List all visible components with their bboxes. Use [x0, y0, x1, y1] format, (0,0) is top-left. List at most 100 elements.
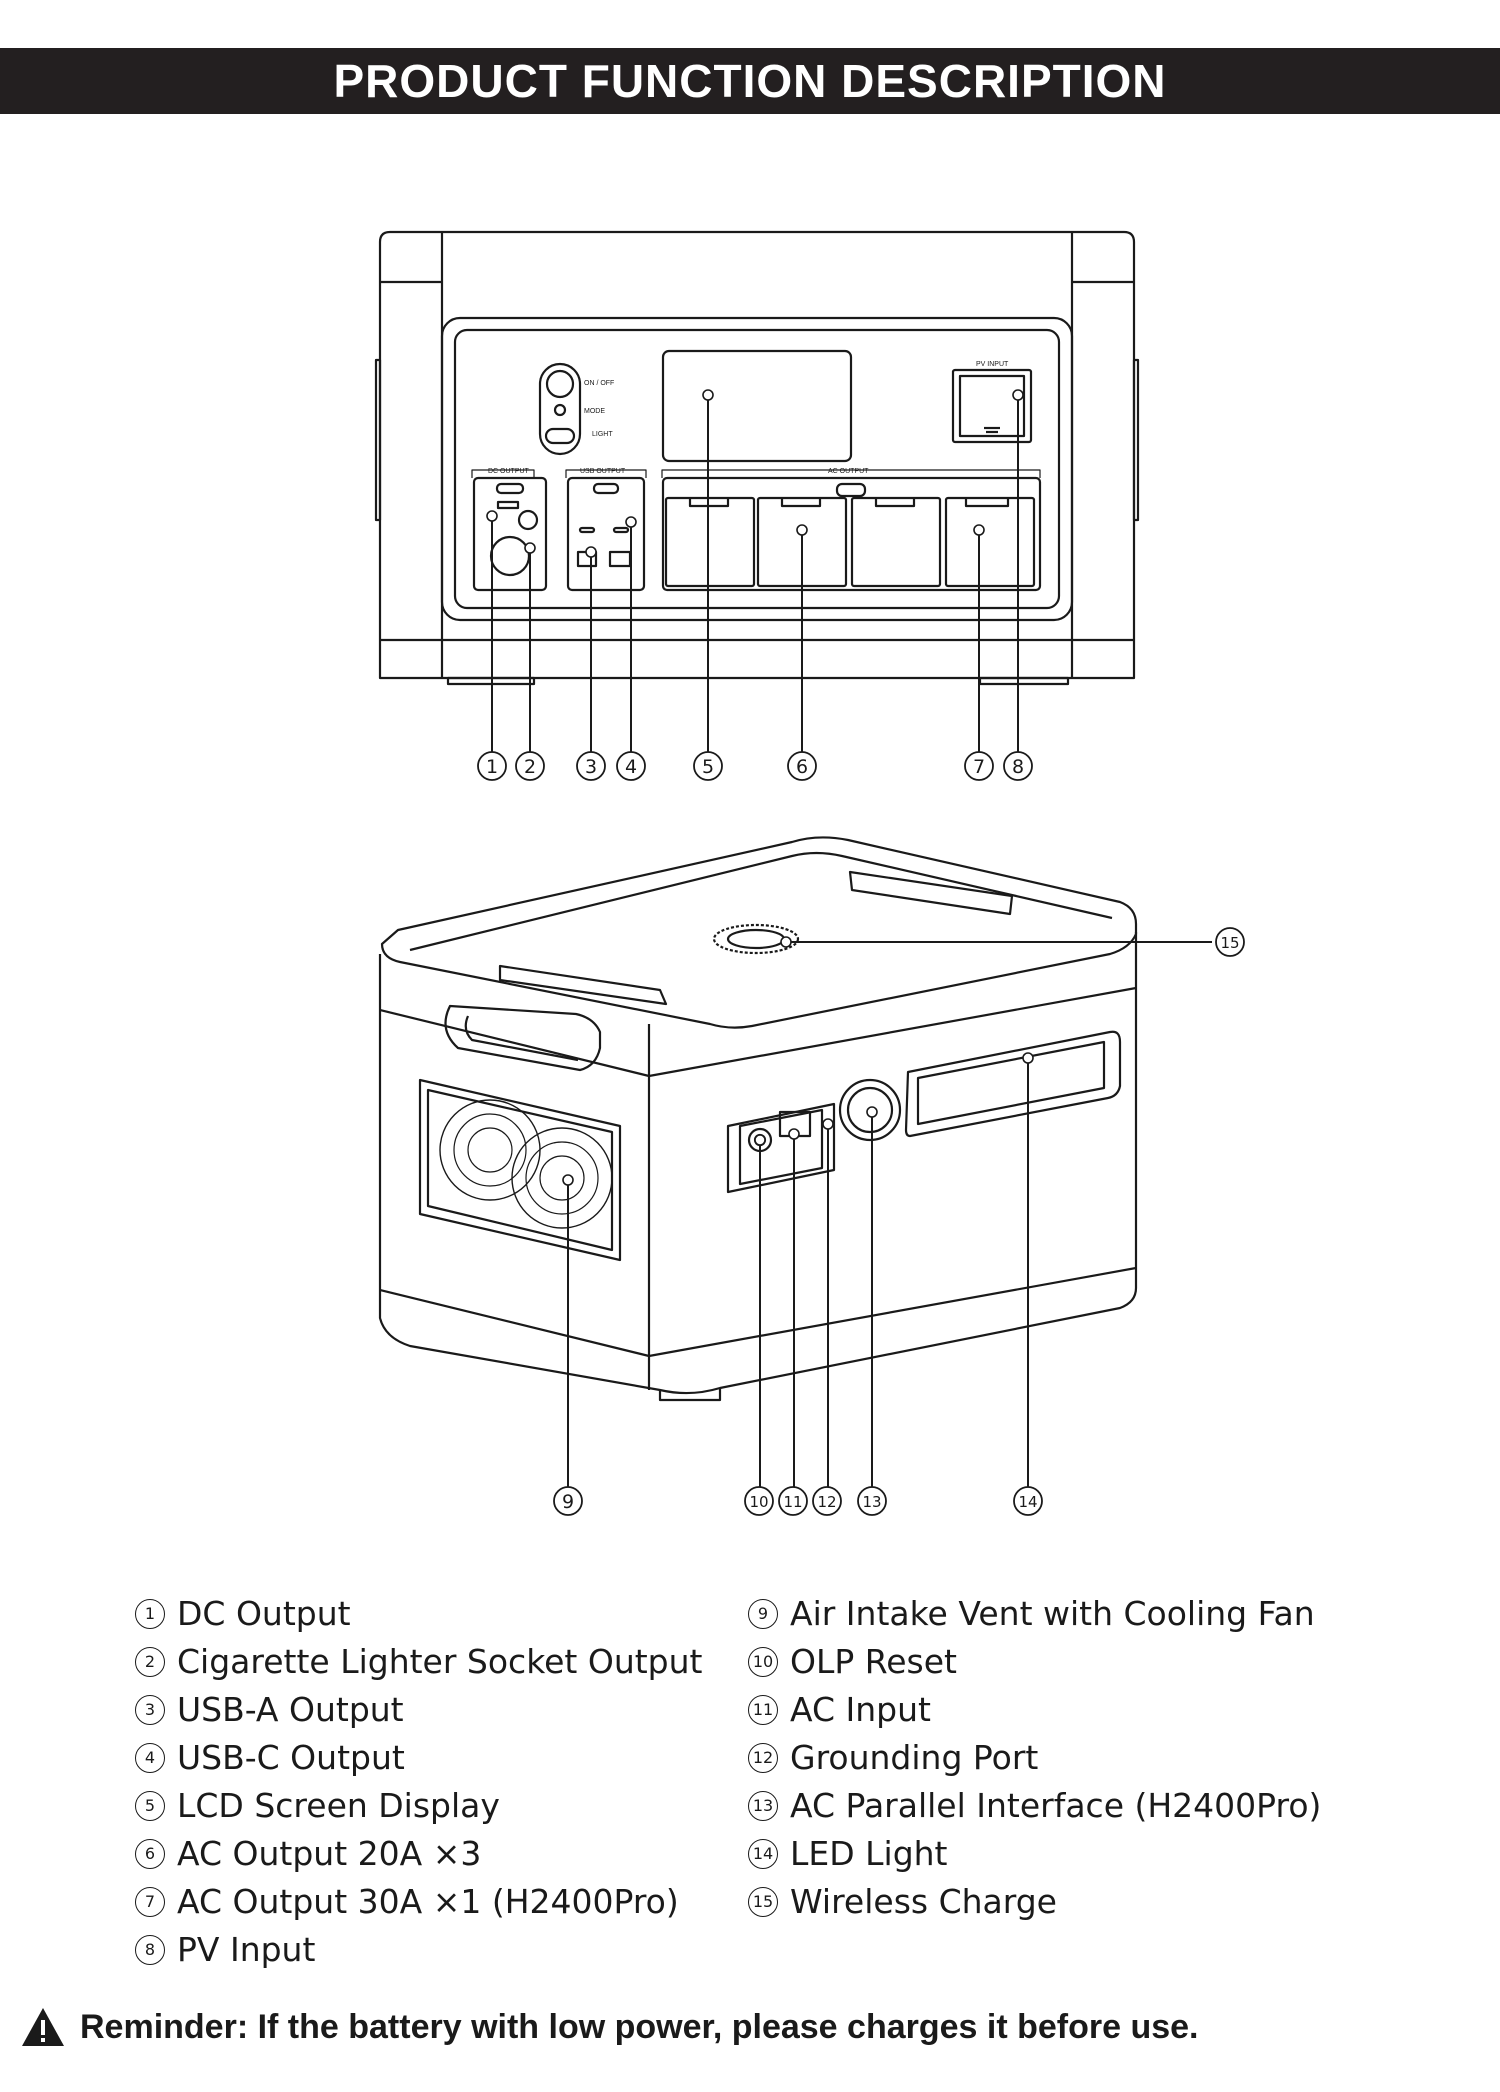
perspective-view-unit	[378, 836, 1138, 1402]
legend-label: Grounding Port	[790, 1738, 1039, 1777]
led-light-panel	[904, 1030, 1122, 1138]
usb-output-panel	[565, 469, 647, 592]
legend-label: LCD Screen Display	[177, 1786, 500, 1825]
mode-label: MODE	[584, 408, 605, 415]
callout-1: 1	[477, 751, 507, 781]
pv-input-label: PV INPUT	[976, 361, 1009, 368]
svg-text:12: 12	[817, 1493, 836, 1511]
legend-item: 5 LCD Screen Display	[135, 1782, 703, 1830]
legend-item: 8 PV Input	[135, 1926, 703, 1974]
legend-left-column: 1 DC Output 2 Cigarette Lighter Socket Out…	[135, 1590, 703, 1974]
svg-text:2: 2	[524, 756, 536, 778]
front-callout-leaders	[491, 395, 1019, 752]
callout-9: 9	[553, 1486, 583, 1516]
callout-15: 15	[1215, 927, 1245, 957]
legend-item: 9 Air Intake Vent with Cooling Fan	[748, 1590, 1321, 1638]
pv-input-port	[951, 368, 1033, 444]
legend-item: 15 Wireless Charge	[748, 1878, 1321, 1926]
svg-text:10: 10	[749, 1493, 768, 1511]
legend-number: 6	[135, 1839, 165, 1869]
callout-dots	[486, 389, 1034, 1186]
callout-8: 8	[1003, 751, 1033, 781]
rear-callout-leaders	[567, 941, 1212, 1487]
legend-number: 15	[748, 1887, 778, 1917]
callout-11: 11	[778, 1486, 808, 1516]
callout-3: 3	[576, 751, 606, 781]
legend-label: DC Output	[177, 1594, 351, 1633]
dc-output-panel	[471, 469, 548, 592]
reminder-note: Reminder: If the battery with low power,…	[20, 2006, 1199, 2048]
legend-item: 10 OLP Reset	[748, 1638, 1321, 1686]
legend-number: 2	[135, 1647, 165, 1677]
legend-item: 7 AC Output 30A ×1 (H2400Pro)	[135, 1878, 703, 1926]
svg-text:9: 9	[562, 1491, 574, 1513]
reminder-text: Reminder: If the battery with low power,…	[80, 2007, 1199, 2046]
legend-label: USB-C Output	[177, 1738, 405, 1777]
svg-text:7: 7	[973, 756, 985, 778]
legend-item: 13 AC Parallel Interface (H2400Pro)	[748, 1782, 1321, 1830]
callout-6: 6	[787, 751, 817, 781]
callout-4: 4	[616, 751, 646, 781]
legend-label: AC Output 30A ×1 (H2400Pro)	[177, 1882, 679, 1921]
svg-text:1: 1	[486, 756, 498, 778]
legend-label: USB-A Output	[177, 1690, 404, 1729]
legend-label: Wireless Charge	[790, 1882, 1057, 1921]
on-off-label: ON / OFF	[584, 380, 614, 387]
callout-12: 12	[812, 1486, 842, 1516]
legend-label: OLP Reset	[790, 1642, 957, 1681]
legend-number: 7	[135, 1887, 165, 1917]
legend-number: 1	[135, 1599, 165, 1629]
callout-10: 10	[744, 1486, 774, 1516]
dc-output-label: DC OUTPUT	[488, 468, 530, 475]
svg-text:14: 14	[1018, 1493, 1037, 1511]
callout-14: 14	[1013, 1486, 1043, 1516]
air-intake-vent	[418, 1078, 622, 1262]
legend-number: 8	[135, 1935, 165, 1965]
usb-output-label: USB OUTPUT	[580, 468, 626, 475]
legend-number: 13	[748, 1791, 778, 1821]
legend-number: 12	[748, 1743, 778, 1773]
svg-text:11: 11	[783, 1493, 802, 1511]
legend-item: 12 Grounding Port	[748, 1734, 1321, 1782]
legend-label: PV Input	[177, 1930, 316, 1969]
legend-number: 3	[135, 1695, 165, 1725]
legend-label: Air Intake Vent with Cooling Fan	[790, 1594, 1315, 1633]
svg-text:5: 5	[702, 756, 714, 778]
legend-number: 11	[748, 1695, 778, 1725]
legend-item: 11 AC Input	[748, 1686, 1321, 1734]
legend-right-column: 9 Air Intake Vent with Cooling Fan 10 OLP …	[748, 1590, 1321, 1926]
rear-port-panel	[726, 1078, 902, 1194]
svg-text:6: 6	[796, 756, 808, 778]
legend-number: 9	[748, 1599, 778, 1629]
svg-text:8: 8	[1012, 756, 1024, 778]
legend-label: LED Light	[790, 1834, 948, 1873]
legend-label: Cigarette Lighter Socket Output	[177, 1642, 703, 1681]
legend-item: 14 LED Light	[748, 1830, 1321, 1878]
svg-text:15: 15	[1220, 934, 1239, 952]
power-controls	[538, 362, 582, 456]
ac-output-label: AC OUTPUT	[828, 468, 869, 475]
front-view-unit	[374, 230, 1140, 686]
callout-2: 2	[515, 751, 545, 781]
legend-item: 3 USB-A Output	[135, 1686, 703, 1734]
header-bar: PRODUCT FUNCTION DESCRIPTION	[0, 48, 1500, 114]
legend-label: AC Parallel Interface (H2400Pro)	[790, 1786, 1322, 1825]
svg-text:3: 3	[585, 756, 597, 778]
legend-number: 10	[748, 1647, 778, 1677]
svg-text:13: 13	[862, 1493, 881, 1511]
legend-number: 14	[748, 1839, 778, 1869]
legend-label: AC Input	[790, 1690, 931, 1729]
callout-7: 7	[964, 751, 994, 781]
callout-5: 5	[693, 751, 723, 781]
warning-triangle-icon	[22, 2008, 64, 2046]
legend-number: 4	[135, 1743, 165, 1773]
legend-item: 4 USB-C Output	[135, 1734, 703, 1782]
page-title: PRODUCT FUNCTION DESCRIPTION	[333, 55, 1167, 107]
lcd-screen	[661, 349, 853, 463]
legend-item: 6 AC Output 20A ×3	[135, 1830, 703, 1878]
legend-number: 5	[135, 1791, 165, 1821]
callout-13: 13	[857, 1486, 887, 1516]
legend-item: 2 Cigarette Lighter Socket Output	[135, 1638, 703, 1686]
legend-label: AC Output 20A ×3	[177, 1834, 482, 1873]
